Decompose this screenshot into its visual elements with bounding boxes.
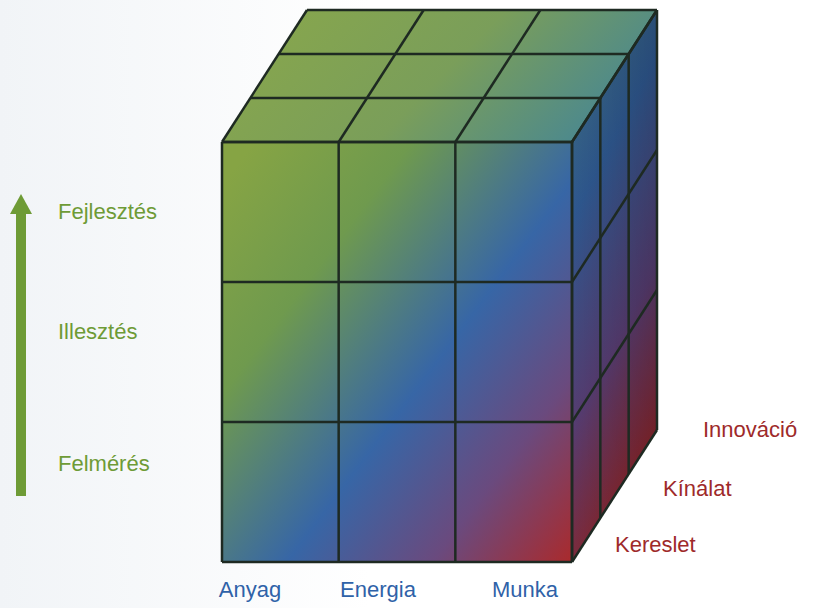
grid-line: [572, 150, 657, 282]
grid-line: [222, 561, 572, 564]
axis-label: Fejlesztés: [58, 200, 157, 224]
grid-line: [279, 53, 629, 56]
grid-line: [222, 10, 307, 142]
arrow-shaft: [16, 212, 26, 496]
cube-right-shade: [572, 10, 657, 562]
grid-line: [572, 290, 657, 422]
cube-right-face: [572, 10, 657, 562]
grid-line: [222, 281, 572, 284]
cube-front-face: [222, 142, 572, 562]
grid-line: [455, 10, 540, 142]
grid-line: [222, 141, 572, 144]
grid-line: [571, 142, 574, 562]
grid-line: [222, 141, 572, 144]
grid-line: [250, 97, 600, 100]
grid-line: [337, 142, 340, 562]
grid-line: [599, 98, 602, 518]
grid-line: [339, 10, 424, 142]
grid-line: [627, 54, 630, 474]
grid-line: [572, 10, 657, 142]
axis-label: Energia: [340, 578, 416, 602]
arrow-head: [10, 194, 32, 214]
grid-line: [221, 142, 224, 562]
axis-label: Kínálat: [663, 477, 732, 501]
axis-label: Anyag: [219, 578, 281, 602]
grid-line: [454, 142, 457, 562]
grid-line: [222, 421, 572, 424]
axis-label: Innováció: [703, 418, 797, 442]
cube-grid: [222, 10, 657, 562]
axis-label: Kereslet: [615, 533, 696, 557]
axis-label: Illesztés: [58, 320, 137, 344]
grid-line: [307, 9, 657, 12]
axis-label: Felmérés: [58, 452, 150, 476]
grid-line: [572, 10, 657, 142]
grid-line: [656, 10, 659, 430]
grid-line: [571, 142, 574, 562]
axis-label: Munka: [492, 578, 558, 602]
